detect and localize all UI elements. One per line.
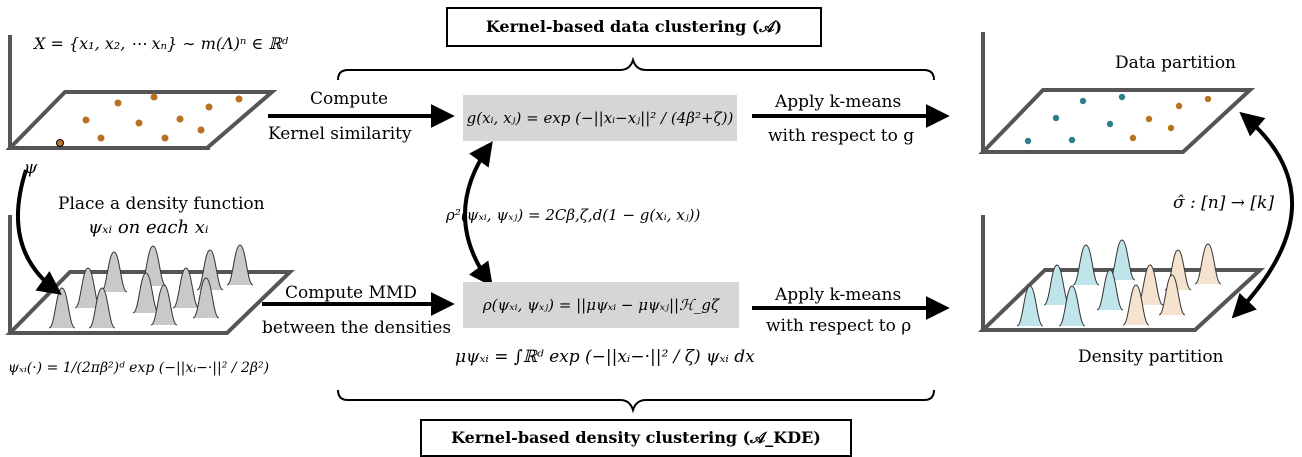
mmd-formula: ρ(ψₓᵢ, ψₓⱼ) = ||μψₓᵢ − μψₓⱼ||ℋ_gζ [482,296,720,314]
compute-bottom-line1: Compute MMD [285,283,417,303]
bottom-title-box: Kernel-based density clustering (𝒜_KDE) [420,419,852,457]
compute-bottom-line2: between the densities [262,318,452,338]
colored-gaussian [1158,274,1186,316]
top-left-panel [5,35,278,150]
apply-top-line1: Apply k-means [775,92,902,112]
gray-gaussian [88,287,116,329]
colored-gaussians [1016,239,1222,327]
bottom-brace [337,389,935,414]
top-right-plane [978,88,1256,154]
psi-symbol: ψ [24,158,38,178]
gray-gaussians [48,244,254,329]
bottom-right-panel [978,215,1266,332]
colored-gaussian [1043,264,1071,306]
top-brace [337,56,935,81]
mu-formula: μψₓᵢ = ∫ℝᵈ exp (−||xᵢ−·||² / ζ) ψₓᵢ dx [455,347,755,367]
apply-top-line2: with respect to g [768,126,915,146]
top-title-box: Kernel-based data clustering (𝒜) [446,7,822,47]
colored-gaussian [1072,244,1100,286]
gray-gaussian [150,284,178,326]
gray-gaussian [192,277,220,319]
top-right-panel [978,32,1256,154]
top-title: Kernel-based data clustering (𝒜) [485,17,783,36]
colored-gaussian [1194,243,1222,285]
top-left-plane [5,90,278,150]
data-partition-label: Data partition [1115,53,1237,73]
compute-top-line1: Compute [310,89,389,109]
arrow-equivalence [463,141,493,287]
density-partition-label: Density partition [1078,347,1224,367]
place-density-line1: Place a density function [58,194,265,214]
compute-top-line2: Kernel similarity [268,124,412,144]
sigma-map: σ̂ : [n] → [k] [1173,193,1274,213]
bottom-title: Kernel-based density clustering (𝒜_KDE) [451,428,821,447]
colored-gaussian [1096,269,1124,311]
colored-gaussian [1016,285,1044,327]
colored-gaussian [1122,284,1150,326]
dataset-formula: X = {x₁, x₂, ⋯ xₙ} ∼ m(Λ)ⁿ ∈ ℝᵈ [34,34,289,53]
top-right-points [1024,93,1212,145]
bottom-left-panel [5,215,295,335]
gray-gaussian [48,287,76,329]
bottom-right-plane [978,268,1266,332]
colored-gaussian [1058,285,1086,327]
psi-definition: ψₓᵢ(·) = 1/(2πβ²)ᵈ exp (−||xᵢ−·||² / 2β²… [8,360,270,376]
mmd-formula-box: ρ(ψₓᵢ, ψₓⱼ) = ||μψₓᵢ − μψₓⱼ||ℋ_gζ [463,282,739,328]
place-density-line2: ψₓᵢ on each xᵢ [88,217,209,238]
apply-bottom-line2: with respect to ρ [766,316,912,336]
arrow-place-density [15,169,62,295]
kernel-formula-box: g(xᵢ, xⱼ) = exp (−||xᵢ−xⱼ||² / (4β²+ζ)) [463,95,737,141]
arrow-partition-map [1231,111,1295,319]
gray-gaussian [100,251,128,293]
colored-gaussian [1108,239,1136,281]
top-left-points [56,93,243,147]
gray-gaussian [132,272,160,314]
gray-gaussian [226,244,254,286]
gray-gaussian [172,267,200,309]
rho-relation: ρ²(ψₓᵢ, ψₓⱼ) = 2Cβ,ζ,d(1 − g(xᵢ, xⱼ)) [446,206,701,224]
kernel-formula: g(xᵢ, xⱼ) = exp (−||xᵢ−xⱼ||² / (4β²+ζ)) [466,109,734,127]
apply-bottom-line1: Apply k-means [775,285,902,305]
